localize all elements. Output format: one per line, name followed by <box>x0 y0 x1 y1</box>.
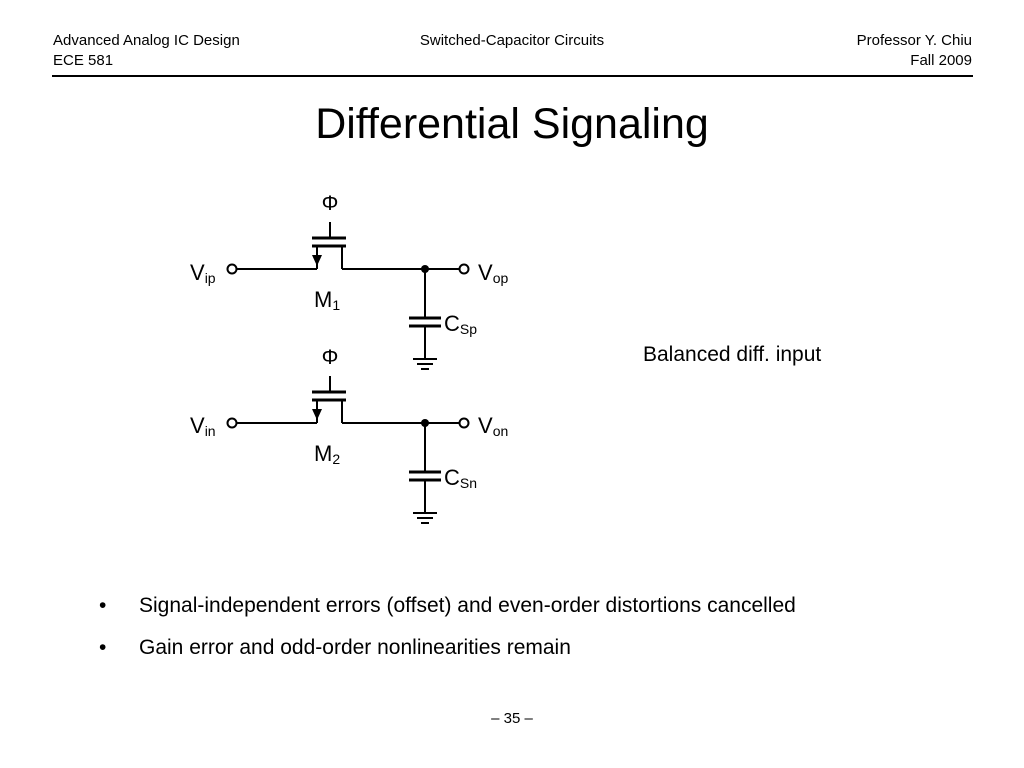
top-input-label: Vip <box>190 260 216 286</box>
header-topic: Switched-Capacitor Circuits <box>419 32 605 49</box>
bullet-glyph: • <box>99 594 107 617</box>
bottom-output-terminal <box>458 417 470 429</box>
bottom-input-terminal <box>226 417 238 429</box>
top-capacitor-label: CSp <box>444 311 477 337</box>
bullet-item: • Signal-independent errors (offset) and… <box>99 592 796 634</box>
course-name: Advanced Analog IC Design <box>53 32 240 49</box>
top-transistor-label: M1 <box>314 287 340 313</box>
header-rule <box>52 75 973 77</box>
page-number: – 35 – <box>491 710 533 727</box>
bottom-output-node <box>421 419 429 427</box>
course-code: ECE 581 <box>53 52 114 69</box>
bottom-source-arrow <box>312 409 322 420</box>
bottom-phase-label: Φ <box>322 346 339 369</box>
top-output-node <box>421 265 429 273</box>
instructor-name: Professor Y. Chiu <box>856 32 972 49</box>
bullet-item: • Gain error and odd-order nonlinearitie… <box>99 634 796 676</box>
bottom-transistor-label: M2 <box>314 441 340 467</box>
slide-title: Differential Signaling <box>315 100 709 148</box>
bullet-text: Gain error and odd-order nonlinearities … <box>139 636 571 659</box>
bottom-branch <box>226 376 470 524</box>
top-source-arrow <box>312 255 322 266</box>
bottom-input-label: Vin <box>190 413 216 439</box>
top-phase-label: Φ <box>322 192 339 215</box>
header-right: Professor Y. Chiu Fall 2009 <box>857 31 972 71</box>
bullet-glyph: • <box>99 636 107 659</box>
top-input-terminal <box>226 263 238 275</box>
balanced-input-note: Balanced diff. input <box>643 343 822 366</box>
bullet-list: • Signal-independent errors (offset) and… <box>99 592 796 676</box>
top-branch <box>226 222 470 370</box>
bottom-output-label: Von <box>478 413 508 439</box>
term: Fall 2009 <box>910 52 972 69</box>
header-left: Advanced Analog IC Design ECE 581 <box>53 31 240 71</box>
bullet-text: Signal-independent errors (offset) and e… <box>139 594 796 617</box>
bottom-capacitor-label: CSn <box>444 465 477 491</box>
top-output-label: Vop <box>478 260 508 286</box>
top-output-terminal <box>458 263 470 275</box>
